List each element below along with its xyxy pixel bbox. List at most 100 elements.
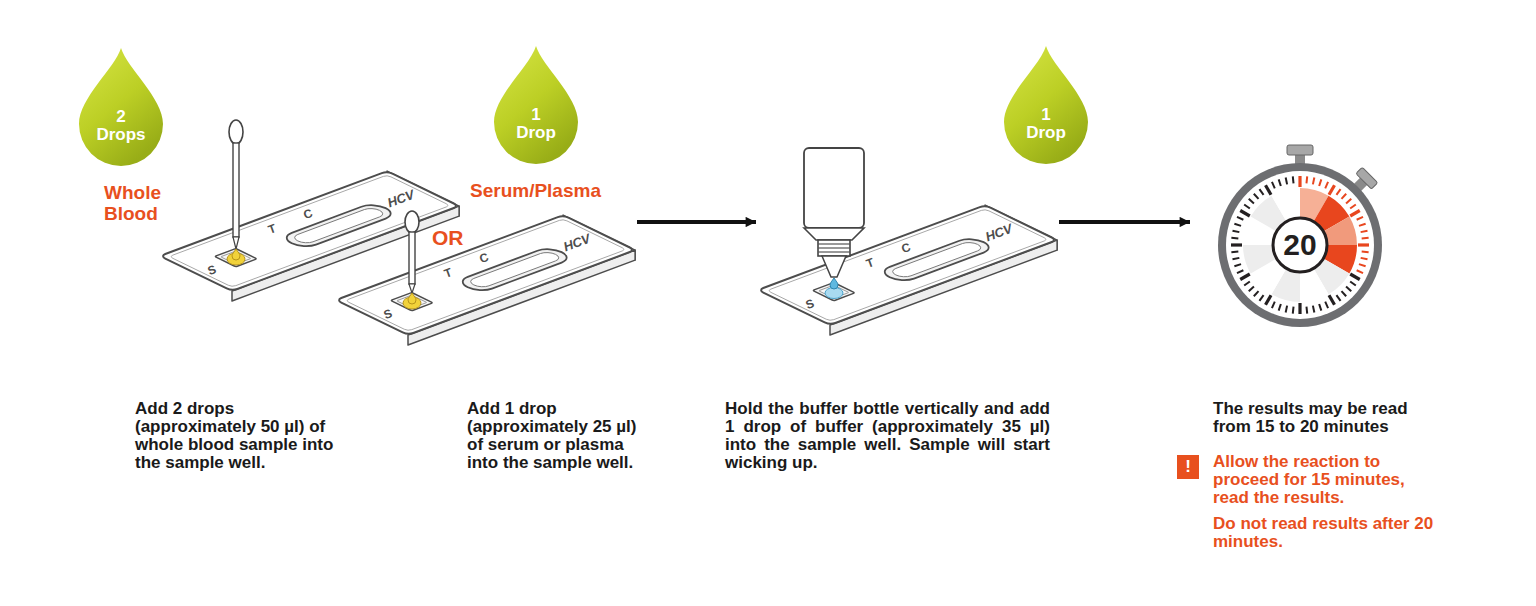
stopwatch-outline xyxy=(1249,286,1254,291)
step-instruction: Add 2 drops (approximately 50 µl) of who… xyxy=(135,400,335,472)
test-cassette-outline xyxy=(756,202,1059,342)
buffer-bottle xyxy=(818,243,850,244)
text-slot: Add 1 drop (approximately 25 µl) of seru… xyxy=(467,400,647,472)
buffer-bottle xyxy=(818,247,850,248)
stopwatch-outline xyxy=(1362,250,1369,253)
stopwatch-outline xyxy=(1254,194,1259,199)
stopwatch-outline xyxy=(1341,194,1346,199)
pipette xyxy=(405,211,419,293)
stopwatch-outline xyxy=(1231,237,1238,240)
drop-count-icon-outline xyxy=(79,48,163,166)
test-cassette-outline xyxy=(758,205,1057,325)
stopwatch-outline xyxy=(1231,243,1242,246)
warning-mark: ! xyxy=(1185,457,1191,477)
stopwatch-outline xyxy=(1329,185,1335,195)
stopwatch-outline xyxy=(1286,306,1287,313)
stopwatch-outline xyxy=(1249,199,1254,204)
test-cassette-outline xyxy=(169,175,450,287)
stopwatch-outline xyxy=(1319,304,1321,311)
warning-note: Allow the reaction to proceed for 15 min… xyxy=(1213,453,1418,507)
stopwatch-outline xyxy=(1292,307,1295,314)
buffer-bottle xyxy=(822,256,846,277)
text-slot: 1 Drop xyxy=(1000,106,1092,142)
drop-count: 1 Drop xyxy=(516,106,556,142)
sample-type-label: Serum/Plasma xyxy=(470,180,640,201)
sample-drop xyxy=(232,249,240,260)
stopwatch-outline xyxy=(1266,295,1272,305)
stopwatch-outline xyxy=(1272,302,1275,308)
stopwatch-outline xyxy=(1341,291,1346,296)
text-slot: Add 2 drops (approximately 50 µl) of who… xyxy=(135,400,335,472)
drop-count-icon-outline xyxy=(490,44,582,166)
stopwatch-outline xyxy=(1279,179,1281,186)
stopwatch-outline xyxy=(1259,189,1263,195)
test-cassette-outline xyxy=(334,212,637,352)
test-cassette-outline xyxy=(456,246,574,293)
flow-arrow xyxy=(1059,220,1190,224)
test-cassette-outline xyxy=(290,207,387,245)
text-slot: Hold the buffer bottle vertically and ad… xyxy=(725,400,1050,472)
step-instruction: Add 1 drop (approximately 25 µl) of seru… xyxy=(467,400,647,472)
drop-count-icon-outline xyxy=(1004,46,1088,164)
stopwatch-outline xyxy=(1244,281,1250,285)
stopwatch-outline xyxy=(1336,189,1340,195)
stopwatch-outline xyxy=(1266,185,1272,195)
stopwatch-outline xyxy=(1298,303,1301,314)
test-cassette-outline xyxy=(758,205,1057,325)
stopwatch-outline xyxy=(1350,281,1356,285)
stopwatch-outline xyxy=(1272,182,1275,188)
drop-count-icon-outline xyxy=(75,46,167,168)
stopwatch-outline xyxy=(1359,264,1366,266)
step-instruction: Hold the buffer bottle vertically and ad… xyxy=(725,400,1050,472)
stopwatch-outline xyxy=(1361,258,1368,259)
stopwatch-outline xyxy=(1336,295,1340,301)
timer-minutes: 20 xyxy=(1283,229,1316,261)
stopwatch: 20 xyxy=(1190,145,1410,335)
drop-count: 2 Drops xyxy=(96,108,145,144)
stopwatch-outline xyxy=(1346,199,1351,204)
warning-note: Do not read results after 20 minutes. xyxy=(1213,515,1443,551)
text-slot: 2 Drops xyxy=(75,108,167,144)
stopwatch-outline xyxy=(1350,274,1360,280)
stopwatch-outline xyxy=(1358,243,1369,246)
flow-arrow xyxy=(637,220,756,224)
drop-count-icon-outline xyxy=(1000,44,1092,166)
step-instruction: The results may be read from 15 to 20 mi… xyxy=(1213,400,1423,436)
text-slot: Whole Blood xyxy=(104,182,179,224)
buffer-bottle xyxy=(804,228,864,240)
stopwatch-outline xyxy=(1259,295,1263,301)
stopwatch-outline xyxy=(1298,176,1301,187)
stopwatch-outline xyxy=(1287,145,1313,155)
sample-drop xyxy=(227,249,245,265)
stopwatch-outline xyxy=(1286,178,1287,185)
stopwatch-outline xyxy=(1218,145,1382,327)
stopwatch-outline xyxy=(1273,218,1327,272)
sample-drop xyxy=(403,293,421,309)
drop-count-icon: 1 Drop xyxy=(1000,44,1092,166)
test-cassette: HCVCTS xyxy=(334,212,637,352)
buffer-bottle xyxy=(804,148,864,277)
buffer-drop xyxy=(825,278,843,299)
test-cassette-outline xyxy=(160,171,459,291)
pipette xyxy=(405,211,419,233)
stopwatch-outline xyxy=(1359,224,1366,226)
stopwatch-outline xyxy=(1240,274,1250,280)
buffer-bottle xyxy=(818,240,850,256)
stopwatch-outline xyxy=(1218,163,1382,327)
stopwatch-outline xyxy=(1361,231,1368,232)
text-slot: Serum/Plasma xyxy=(470,180,640,201)
pipette xyxy=(409,284,415,293)
drop-count-icon: 2 Drops xyxy=(75,46,167,168)
test-cassette-outline xyxy=(336,215,635,335)
pipette xyxy=(229,120,243,144)
stopwatch-outline xyxy=(1231,250,1238,253)
stopwatch-outline xyxy=(1233,231,1240,232)
stopwatch-outline xyxy=(1356,167,1378,189)
stopwatch-outline xyxy=(1234,224,1241,226)
text-slot: The results may be read from 15 to 20 mi… xyxy=(1213,400,1423,436)
buffer-bottle xyxy=(818,251,850,252)
pipette xyxy=(233,143,239,237)
stopwatch-outline xyxy=(1305,307,1308,314)
test-cassette-outline xyxy=(336,215,635,335)
